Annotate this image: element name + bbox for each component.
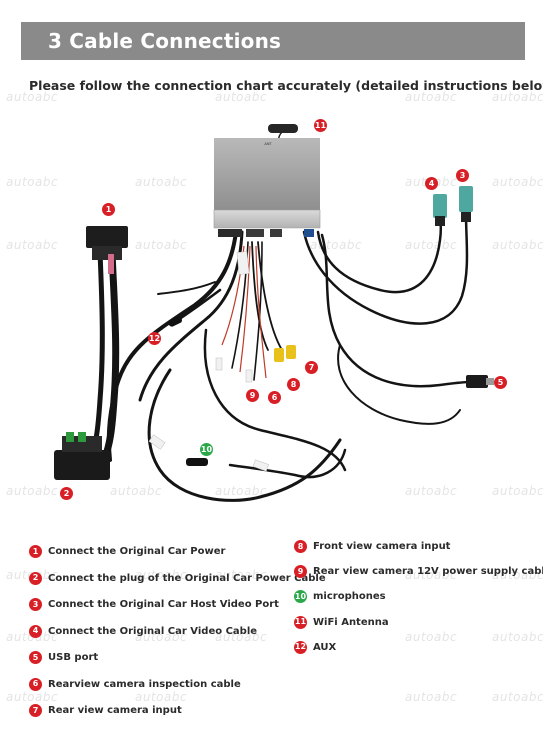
watermark-text: autoabc — [135, 175, 188, 189]
legend-badge-6: 6 — [29, 677, 42, 691]
section-header: 3 Cable Connections — [21, 22, 525, 60]
microphone-plug — [186, 458, 208, 466]
legend-label: WiFi Antenna — [313, 616, 389, 628]
diagram-badge-7: 7 — [305, 361, 318, 374]
diagram-badge-1: 1 — [102, 203, 115, 216]
diagram-badge-10: 10 — [200, 443, 213, 456]
diagram-badge-2: 2 — [60, 487, 73, 500]
diagram-badge-11: 11 — [314, 119, 327, 132]
watermark-text: autoabc — [215, 90, 268, 104]
legend-item-10: 10 microphones — [294, 590, 386, 604]
watermark-text: autoabc — [6, 690, 59, 704]
section-title: 3 Cable Connections — [48, 29, 282, 53]
diagram-badge-9: 9 — [246, 389, 259, 402]
legend-badge-10: 10 — [294, 590, 307, 604]
legend-item-2: 2 Connect the plug of the Original Car Po… — [29, 571, 326, 585]
legend-item-8: 8 Front view camera input — [294, 540, 450, 553]
watermark-text: autoabc — [135, 690, 188, 704]
wifi-antenna — [268, 124, 298, 133]
legend-label: USB port — [48, 652, 99, 663]
legend-label: Connect the plug of the Original Car Pow… — [48, 572, 326, 584]
intro-text: Please follow the connection chart accur… — [29, 78, 543, 93]
power-connector-2 — [54, 432, 110, 480]
legend-badge-12: 12 — [294, 640, 307, 654]
legend-badge-5: 5 — [29, 651, 42, 664]
watermark-text: autoabc — [492, 175, 543, 189]
legend-item-1: 1 Connect the Original Car Power — [29, 545, 225, 558]
rca-connector-7 — [286, 345, 296, 359]
fakra-connector-4 — [433, 194, 447, 226]
diagram-badge-8: 8 — [287, 378, 300, 391]
watermark-text: autoabc — [405, 568, 458, 582]
watermark-text: autoabc — [135, 238, 188, 252]
watermark-text: autoabc — [110, 484, 163, 498]
legend-item-5: 5 USB port — [29, 651, 98, 664]
legend-badge-3: 3 — [29, 598, 42, 611]
watermark-text: autoabc — [492, 690, 543, 704]
legend-badge-8: 8 — [294, 540, 307, 553]
watermark-text: autoabc — [405, 238, 458, 252]
watermark-text: autoabc — [6, 484, 59, 498]
rca-connector-8 — [274, 348, 284, 362]
watermark-text: autoabc — [6, 90, 59, 104]
watermark-text: autoabc — [492, 568, 543, 582]
watermark-text: autoabc — [405, 484, 458, 498]
legend-label: microphones — [313, 591, 386, 603]
legend-item-9: 9 Rear view camera 12V power supply cable — [294, 565, 543, 579]
watermark-text: autoabc — [215, 568, 268, 582]
watermark-text: autoabc — [215, 630, 268, 644]
legend-badge-9: 9 — [294, 565, 307, 579]
legend-badge-2: 2 — [29, 571, 42, 585]
watermark-text: autoabc — [492, 90, 543, 104]
legend-label: Rearview camera inspection cable — [48, 678, 241, 690]
power-connector-1 — [86, 226, 128, 274]
watermark-text: autoabc — [492, 630, 543, 644]
fakra-connector-3 — [459, 186, 473, 222]
legend-label: Rear view camera input — [48, 705, 182, 716]
legend-badge-7: 7 — [29, 704, 42, 717]
interface-module: ANT — [213, 138, 321, 237]
watermark-text: autoabc — [492, 238, 543, 252]
watermark-text: autoabc — [405, 630, 458, 644]
watermark-text: autoabc — [492, 484, 543, 498]
watermark-text: autoabc — [135, 630, 188, 644]
watermark-text: autoabc — [6, 175, 59, 189]
legend-item-11: 11 WiFi Antenna — [294, 615, 389, 629]
legend-item-4: 4 Connect the Original Car Video Cable — [29, 624, 258, 638]
legend-label: Connect the Original Car Video Cable — [48, 625, 258, 637]
legend-item-7: 7 Rear view camera input — [29, 704, 182, 717]
module-label-top: ANT — [264, 142, 272, 146]
legend-item-3: 3 Connect the Original Car Host Video Por… — [29, 598, 279, 611]
diagram-badge-4: 4 — [425, 177, 438, 190]
diagram-badge-3: 3 — [456, 169, 469, 182]
diagram-badge-12: 12 — [148, 332, 161, 345]
watermark-text: autoabc — [405, 90, 458, 104]
legend-label: AUX — [313, 641, 337, 653]
watermark-text: autoabc — [135, 568, 188, 582]
watermark-text: autoabc — [405, 690, 458, 704]
aux-plug — [168, 316, 183, 327]
diagram-badge-6: 6 — [268, 391, 281, 404]
watermark-text: autoabc — [6, 238, 59, 252]
legend-badge-4: 4 — [29, 624, 42, 638]
legend-label: Front view camera input — [313, 541, 451, 552]
legend-label: Connect the Original Car Power — [48, 546, 226, 557]
legend-badge-11: 11 — [294, 615, 307, 629]
watermark-text: autoabc — [215, 484, 268, 498]
legend-label: Connect the Original Car Host Video Port — [48, 599, 279, 610]
legend-badge-1: 1 — [29, 545, 42, 558]
diagram-badge-5: 5 — [494, 376, 507, 389]
legend-label: Rear view camera 12V power supply cable — [313, 566, 543, 578]
legend-item-6: 6 Rearview camera inspection cable — [29, 677, 241, 691]
usb-connector — [466, 375, 494, 388]
legend-item-12: 12 AUX — [294, 640, 337, 654]
